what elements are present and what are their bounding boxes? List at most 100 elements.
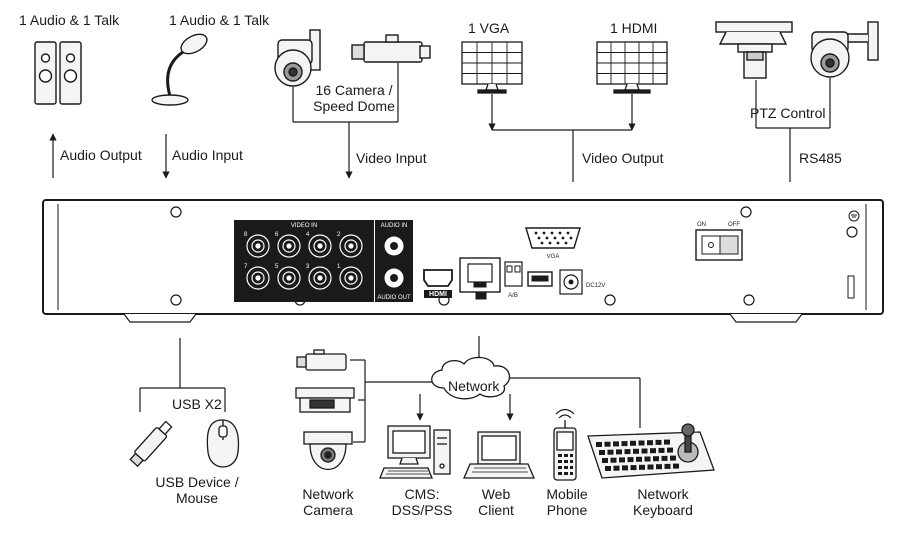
rs485-label: RS485 (799, 150, 842, 166)
keyboard-key (639, 464, 645, 470)
keyboard-key (633, 448, 639, 454)
keyboard-key (622, 465, 628, 471)
keyboard-key (638, 440, 645, 446)
channel-number: 2 (337, 232, 341, 238)
ptz-dome-camera-icon (810, 21, 879, 78)
top-connectors (49, 63, 831, 182)
keyboard-key (610, 457, 617, 463)
mouse-icon (206, 419, 240, 468)
dc-power-port (559, 269, 583, 295)
bnc-connector-pin (348, 243, 354, 249)
hdmi-logo-text: HDMI (429, 291, 447, 298)
usb-device-label: USB Device / Mouse (155, 474, 239, 506)
desktop-computer-icon (379, 425, 451, 479)
video-input-label: Video Input (356, 150, 427, 166)
box-camera-icon (351, 34, 431, 63)
ptz-camera-icon (715, 21, 793, 79)
keyboard-key (667, 447, 673, 453)
keyboard-key (596, 442, 602, 447)
keyboard-key (627, 457, 634, 463)
keyboard-key (624, 449, 631, 455)
microphone-icon (151, 33, 208, 106)
hdmi-label: 1 HDMI (610, 20, 658, 36)
keyboard-key (599, 450, 605, 455)
ptz-control-label: PTZ Control (750, 105, 826, 121)
channel-number: 1 (337, 264, 341, 270)
bnc-connector-pin (255, 243, 261, 249)
speed-dome-camera-icon (274, 29, 321, 87)
power-switch (695, 229, 743, 261)
rs485-terminal (504, 261, 523, 287)
ethernet-port (459, 257, 501, 300)
video-output-label: Video Output (582, 150, 664, 166)
keyboard-key (602, 458, 608, 463)
keyboard-key (604, 441, 611, 447)
video-in-label: VIDEO IN (291, 223, 317, 229)
bnc-connector-pin (348, 275, 354, 281)
keyboard-key (613, 465, 620, 471)
mic-label: 1 Audio & 1 Talk (169, 12, 270, 28)
channel-number: 5 (275, 264, 279, 270)
video-in-block (234, 220, 374, 302)
keyboard-key (621, 441, 628, 447)
usb-stick-icon (129, 420, 173, 468)
audio-in-label: AUDIO IN (381, 223, 408, 229)
audio-input-label: Audio Input (172, 147, 243, 163)
network-dome-camera-icon (303, 431, 353, 470)
keyboard-key (673, 463, 679, 469)
keyboard-key (655, 439, 662, 445)
bnc-connector-pin (286, 243, 292, 249)
speaker-icon (34, 41, 82, 105)
keyboard-key (670, 455, 676, 461)
keyboard-key (616, 449, 622, 455)
vga-port-label: VGA (547, 254, 560, 260)
keyboard-key (656, 464, 662, 470)
keyboard-key (630, 440, 636, 446)
keyboard-key (613, 441, 619, 447)
channel-number: 6 (275, 232, 279, 238)
bnc-connector-pin (317, 243, 323, 249)
hdmi-monitor-icon (596, 41, 668, 94)
network-cloud-icon (431, 356, 511, 400)
vga-port (525, 227, 581, 249)
keyboard-key (664, 439, 670, 445)
network-cloud-label: Network (448, 378, 500, 394)
bnc-connector-pin (317, 275, 323, 281)
keyboard-key (653, 456, 659, 462)
keyboard-key (664, 463, 671, 469)
bnc-connector-pin (286, 275, 292, 281)
keyboard-key (630, 465, 637, 471)
keyboard-key (661, 455, 668, 461)
mobile-phone-label: Mobile Phone (546, 486, 588, 518)
channel-number: 8 (244, 232, 248, 238)
keyboard-key (636, 456, 642, 462)
cms-label: CMS: DSS/PSS (391, 486, 453, 518)
bnc-connector-pin (255, 275, 261, 281)
keyboard-key (650, 448, 656, 454)
bottom-connectors (139, 336, 641, 443)
keyboard-key (607, 449, 614, 455)
keyboard-key (647, 464, 654, 470)
laptop-icon (463, 431, 535, 479)
off-label: OFF (728, 222, 740, 228)
keyboard-key (647, 440, 653, 446)
ground-icon (848, 210, 860, 222)
panel-vent (847, 275, 855, 299)
camera-label: 16 Camera / Speed Dome (313, 82, 395, 114)
audio-out-label: AUDIO OUT (377, 295, 411, 301)
keyboard-key (619, 457, 625, 463)
ab-label: A/B (508, 293, 518, 299)
keyboard-key (605, 466, 611, 471)
vga-monitor-icon (461, 41, 523, 94)
on-label: ON (697, 222, 706, 228)
channel-number: 4 (306, 232, 310, 238)
speaker-label: 1 Audio & 1 Talk (19, 12, 120, 28)
channel-number: 7 (244, 264, 248, 270)
audio-output-label: Audio Output (60, 147, 142, 163)
usb-x2-label: USB X2 (172, 396, 222, 412)
network-bullet-camera-icon (295, 387, 355, 413)
keyboard-key (658, 447, 665, 453)
dc-label: DC12V (586, 283, 605, 289)
mobile-phone-icon (553, 408, 577, 481)
